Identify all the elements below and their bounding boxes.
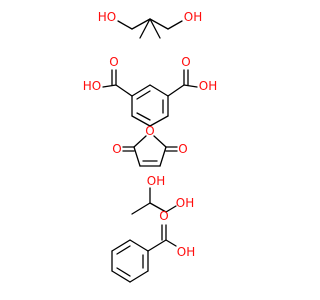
atom-label-o: O [181, 55, 190, 69]
molecule-isophthalic-acid: O O HO OH [83, 55, 217, 127]
bond [153, 135, 167, 148]
bond [136, 112, 151, 121]
atom-label-ho: HO [83, 79, 101, 93]
bond [129, 239, 149, 252]
atom-label-oh: OH [176, 196, 194, 210]
bond [133, 135, 147, 148]
bond [116, 245, 131, 255]
atom-label-o: O [178, 142, 187, 156]
bond [115, 84, 133, 97]
bond [165, 239, 177, 247]
bond [159, 146, 167, 167]
bond [131, 18, 151, 30]
atom-label-o: O [109, 55, 118, 69]
molecule-maleic-anhydride: O O O [112, 124, 188, 167]
molecule-benzoic-acid: O OH [111, 209, 195, 283]
bond [147, 239, 167, 252]
bond [131, 202, 151, 215]
atom-label-oh: OH [199, 79, 217, 93]
bond [149, 18, 161, 39]
atom-label-oh: OH [147, 174, 165, 188]
bond [111, 270, 131, 283]
atom-label-o: O [145, 124, 154, 138]
bond [117, 20, 133, 30]
atom-label-ho: HO [98, 10, 116, 24]
atom-label-o: O [112, 142, 121, 156]
atom-label-o: O [159, 209, 168, 223]
bond [111, 239, 131, 252]
bond [183, 84, 198, 88]
atom-label-oh: OH [177, 245, 195, 259]
bond [133, 146, 141, 167]
bond [149, 18, 169, 30]
atom-label-oh: OH [184, 10, 202, 24]
bond [165, 205, 177, 213]
bond [149, 84, 169, 97]
bond [136, 90, 151, 100]
bond [167, 20, 183, 30]
bond [116, 267, 131, 277]
bond [149, 115, 169, 127]
bond [139, 18, 151, 39]
bond [129, 270, 149, 283]
molecule-propylene-glycol: OH OH [131, 174, 194, 215]
bond [167, 84, 185, 97]
molecule-neopentyl-glycol: HO OH [98, 10, 202, 39]
bond [131, 115, 151, 127]
chemical-structures-canvas: HO OH O O HO OH [83, 10, 217, 283]
bond [102, 84, 117, 88]
bond [131, 84, 151, 97]
bond [149, 202, 167, 213]
